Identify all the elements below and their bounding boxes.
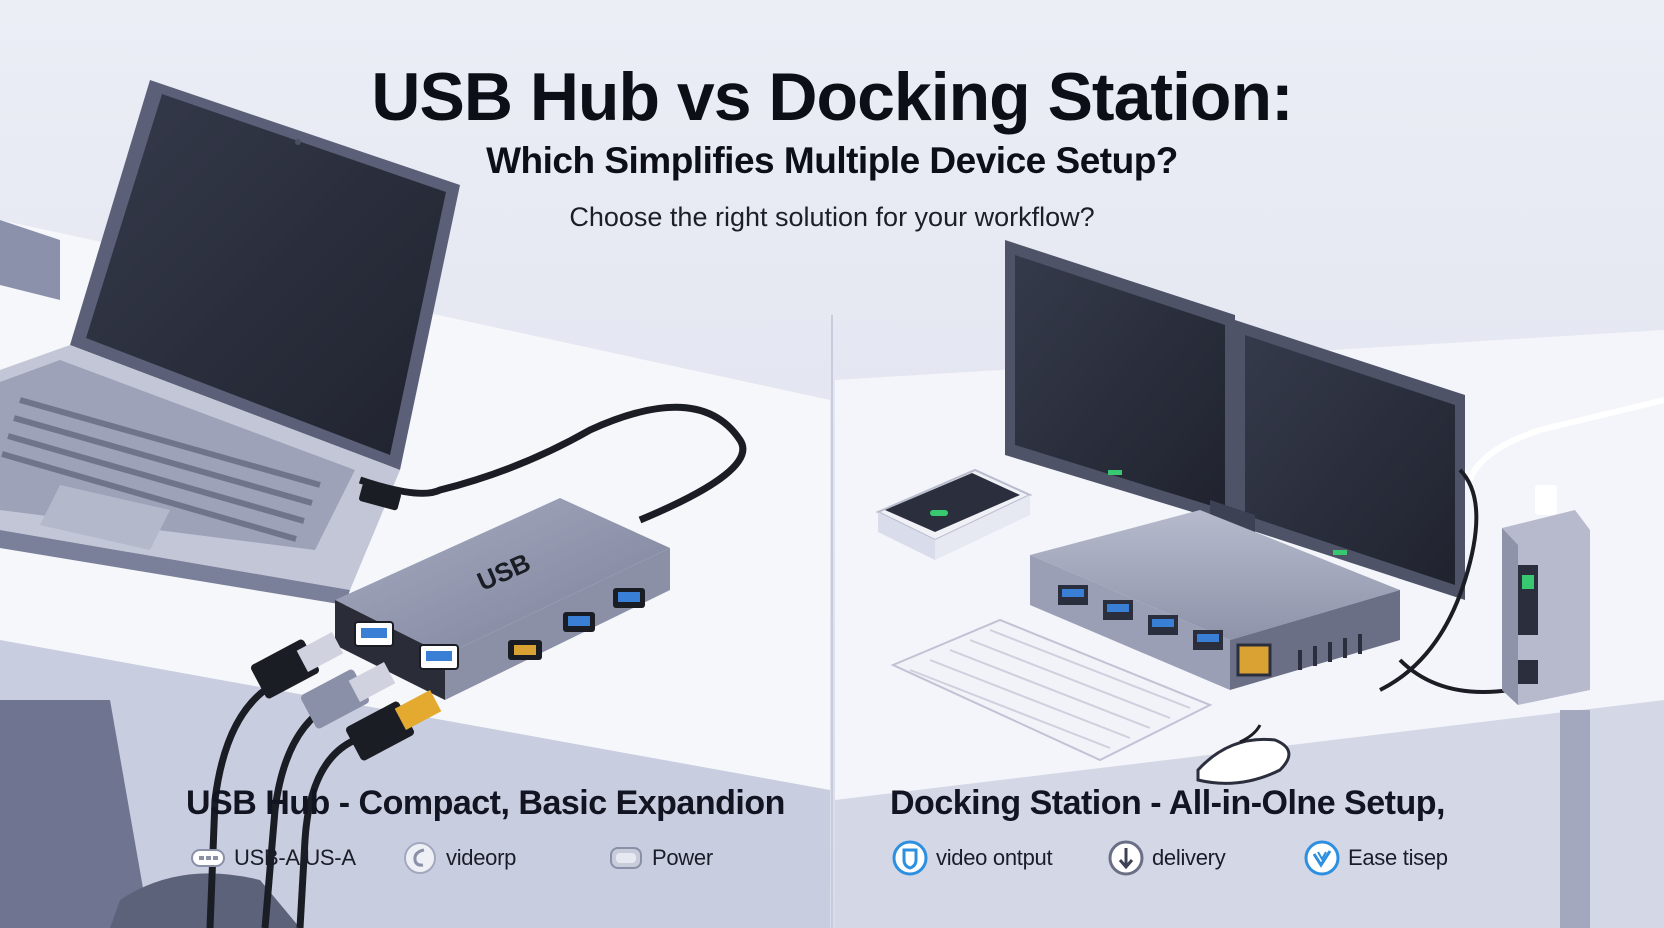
feature-video: videorp: [402, 838, 516, 878]
usb-port-icon: [190, 840, 226, 876]
usb-hub-caption: USB Hub - Compact, Basic Expandion: [186, 784, 785, 822]
dual-monitors: [1005, 240, 1465, 605]
docking-station-caption: Docking Station - All-in-Olne Setup,: [890, 784, 1445, 822]
feature-delivery: delivery: [1108, 838, 1226, 878]
feature-power: Power: [608, 838, 713, 878]
feature-video-output: video ontput: [892, 838, 1053, 878]
book: [0, 220, 60, 300]
feature-label: videorp: [446, 845, 517, 870]
feature-label: Ease tisep: [1348, 845, 1448, 870]
tagline: Choose the right solution for your workf…: [569, 202, 1095, 232]
feature-label: USB-A US-A: [234, 845, 356, 870]
video-icon: [402, 840, 438, 876]
router: [875, 468, 1033, 560]
feature-usb-ports: USB-A US-A: [190, 838, 356, 878]
mouse: [1196, 724, 1291, 785]
download-arrow-icon: [1108, 840, 1144, 876]
power-icon: [608, 840, 644, 876]
power-adapter: [1379, 397, 1664, 705]
keyboard: [890, 618, 1213, 762]
page-subtitle: Which Simplifies Multiple Device Setup?: [486, 140, 1178, 181]
feature-label: delivery: [1152, 845, 1226, 870]
feature-ease-setup: Ease tisep: [1304, 838, 1448, 878]
feature-label: video ontput: [936, 845, 1053, 870]
usb-hub: USB: [335, 403, 747, 700]
feature-label: Power: [652, 845, 713, 870]
laptop: [0, 80, 460, 605]
usb-plugs: [251, 632, 442, 761]
checkmark-badge-icon: [1304, 840, 1340, 876]
page-title: USB Hub vs Docking Station:: [371, 59, 1293, 135]
shield-icon: [892, 840, 928, 876]
docking-station: [1030, 510, 1400, 690]
